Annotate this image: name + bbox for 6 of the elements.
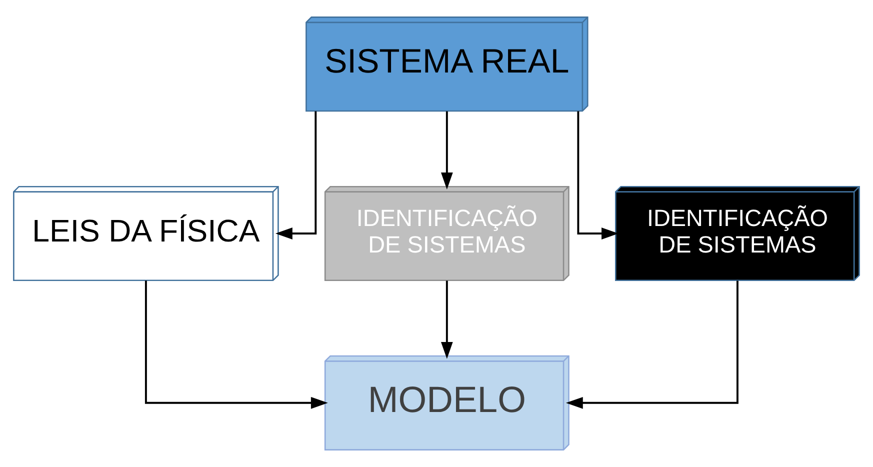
arrow [577,111,618,240]
arrow [566,280,738,409]
arrow [440,280,453,359]
arrow [275,111,317,240]
arrow [440,111,453,190]
arrow [144,280,328,409]
